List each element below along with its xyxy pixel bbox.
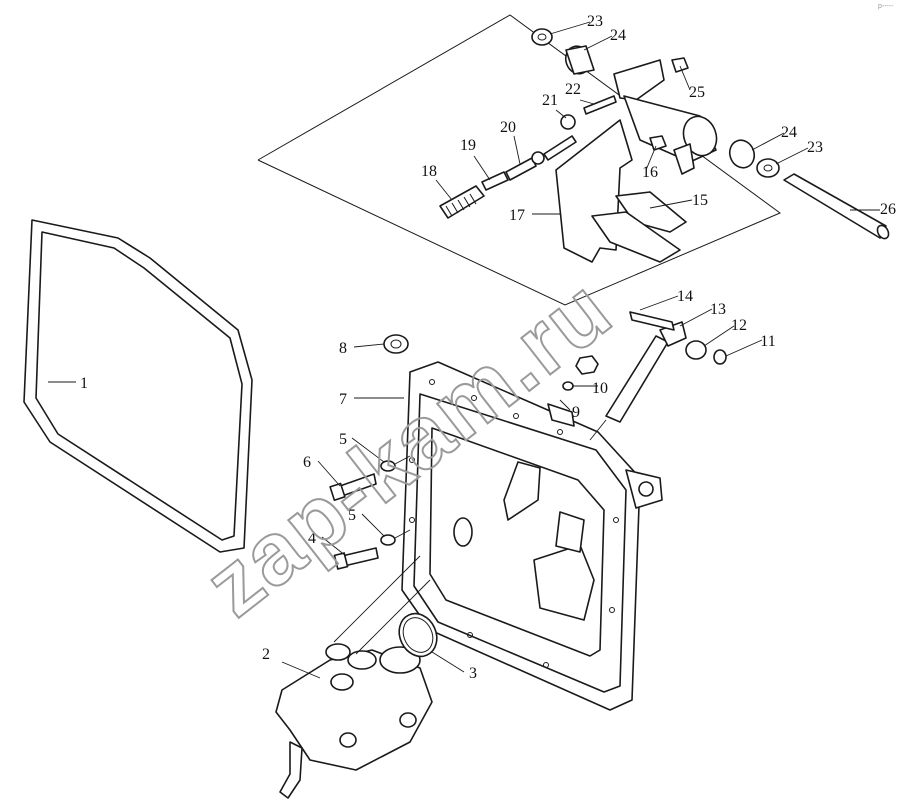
part-10-nut (562, 355, 599, 391)
callout-3: 3 (469, 665, 477, 682)
leader-lines (48, 21, 880, 679)
callout-2: 2 (262, 646, 270, 663)
callout-8: 8 (339, 340, 347, 357)
callout-6: 6 (303, 454, 311, 471)
callout-7: 7 (339, 391, 347, 408)
push-rod-assembly (589, 311, 727, 441)
assembly-reference-plane (257, 14, 782, 306)
callout-11: 11 (760, 333, 775, 350)
callout-13: 13 (710, 301, 726, 318)
callout-9: 9 (572, 404, 580, 421)
callout-5: 5 (339, 431, 347, 448)
callout-24: 24 (781, 124, 797, 141)
callout-18: 18 (421, 163, 437, 180)
callout-12: 12 (731, 317, 747, 334)
callout-23: 23 (807, 139, 823, 156)
part-15-pedal-pad (591, 191, 687, 263)
corner-mark: p----- (878, 3, 894, 10)
part-8-washer (383, 334, 409, 354)
part-1-seal-frame (23, 219, 253, 553)
callout-24: 24 (610, 27, 626, 44)
callout-25: 25 (689, 84, 705, 101)
callout-19: 19 (460, 137, 476, 154)
return-spring-assembly (439, 95, 617, 219)
callout-10: 10 (592, 380, 608, 397)
part-3-o-ring (398, 612, 438, 658)
callout-numbers: 1234556789101112131415161718192021222323… (80, 13, 896, 682)
callout-4: 4 (308, 530, 316, 547)
pedal-shaft-assembly (531, 28, 890, 240)
part-2-valve-body (275, 555, 433, 799)
callout-21: 21 (542, 92, 558, 109)
callout-26: 26 (880, 201, 896, 218)
callout-20: 20 (500, 119, 516, 136)
callout-23: 23 (587, 13, 603, 30)
callout-15: 15 (692, 192, 708, 209)
callout-1: 1 (80, 375, 88, 392)
callout-17: 17 (509, 207, 525, 224)
callout-22: 22 (565, 81, 581, 98)
callout-5: 5 (348, 507, 356, 524)
bolts-4-6-washers-5 (329, 455, 411, 570)
callout-16: 16 (642, 164, 658, 181)
callout-14: 14 (677, 288, 693, 305)
part-7-housing-plate (401, 361, 663, 711)
